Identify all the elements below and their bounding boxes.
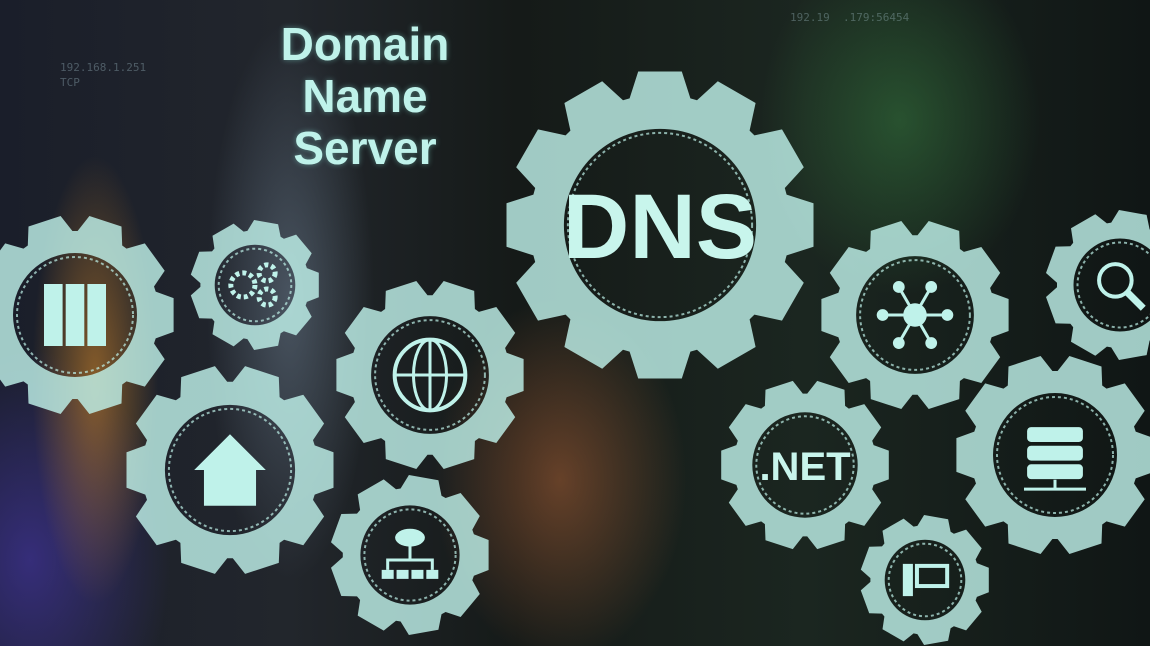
page-title: Domain Name Server xyxy=(240,18,490,174)
computer-icon xyxy=(902,563,950,597)
title-line-2: Name xyxy=(302,70,428,122)
tcp-text: TCP xyxy=(60,76,80,89)
title-line-1: Domain xyxy=(280,18,450,70)
cloud-network-icon xyxy=(381,528,439,579)
gear-globe-icon xyxy=(336,281,524,469)
house-icon xyxy=(194,434,266,506)
title-line-3: Server xyxy=(293,122,437,174)
search-icon xyxy=(1097,262,1146,311)
background-code-right: 192.19 .179:56454 xyxy=(790,10,909,25)
server-rack-icon xyxy=(44,284,106,346)
gear-network-hub-icon xyxy=(821,221,1009,409)
gear-cloud-network-icon xyxy=(331,475,489,635)
globe-icon xyxy=(392,337,468,413)
net-label: .NET xyxy=(759,445,850,489)
gear-house-icon xyxy=(126,366,334,574)
gear-search-icon xyxy=(1046,210,1150,360)
cogs-icon xyxy=(228,262,278,308)
gear-server-rack-icon xyxy=(0,216,174,414)
background-code-left: 192.168.1.251 TCP xyxy=(60,60,146,90)
gear-dns-text xyxy=(506,71,814,379)
gear-server-stack-icon xyxy=(956,356,1150,554)
dns-label: DNS xyxy=(563,176,757,278)
network-hub-icon xyxy=(876,281,954,349)
server-stack-icon xyxy=(1024,427,1086,491)
gear-net-text xyxy=(721,380,889,550)
ip-port-text: 192.19 .179:56454 xyxy=(790,11,910,24)
gear-cogs-icon xyxy=(190,220,319,350)
ip-text: 192.168.1.251 xyxy=(60,61,147,74)
gear-computer-icon xyxy=(860,515,989,645)
